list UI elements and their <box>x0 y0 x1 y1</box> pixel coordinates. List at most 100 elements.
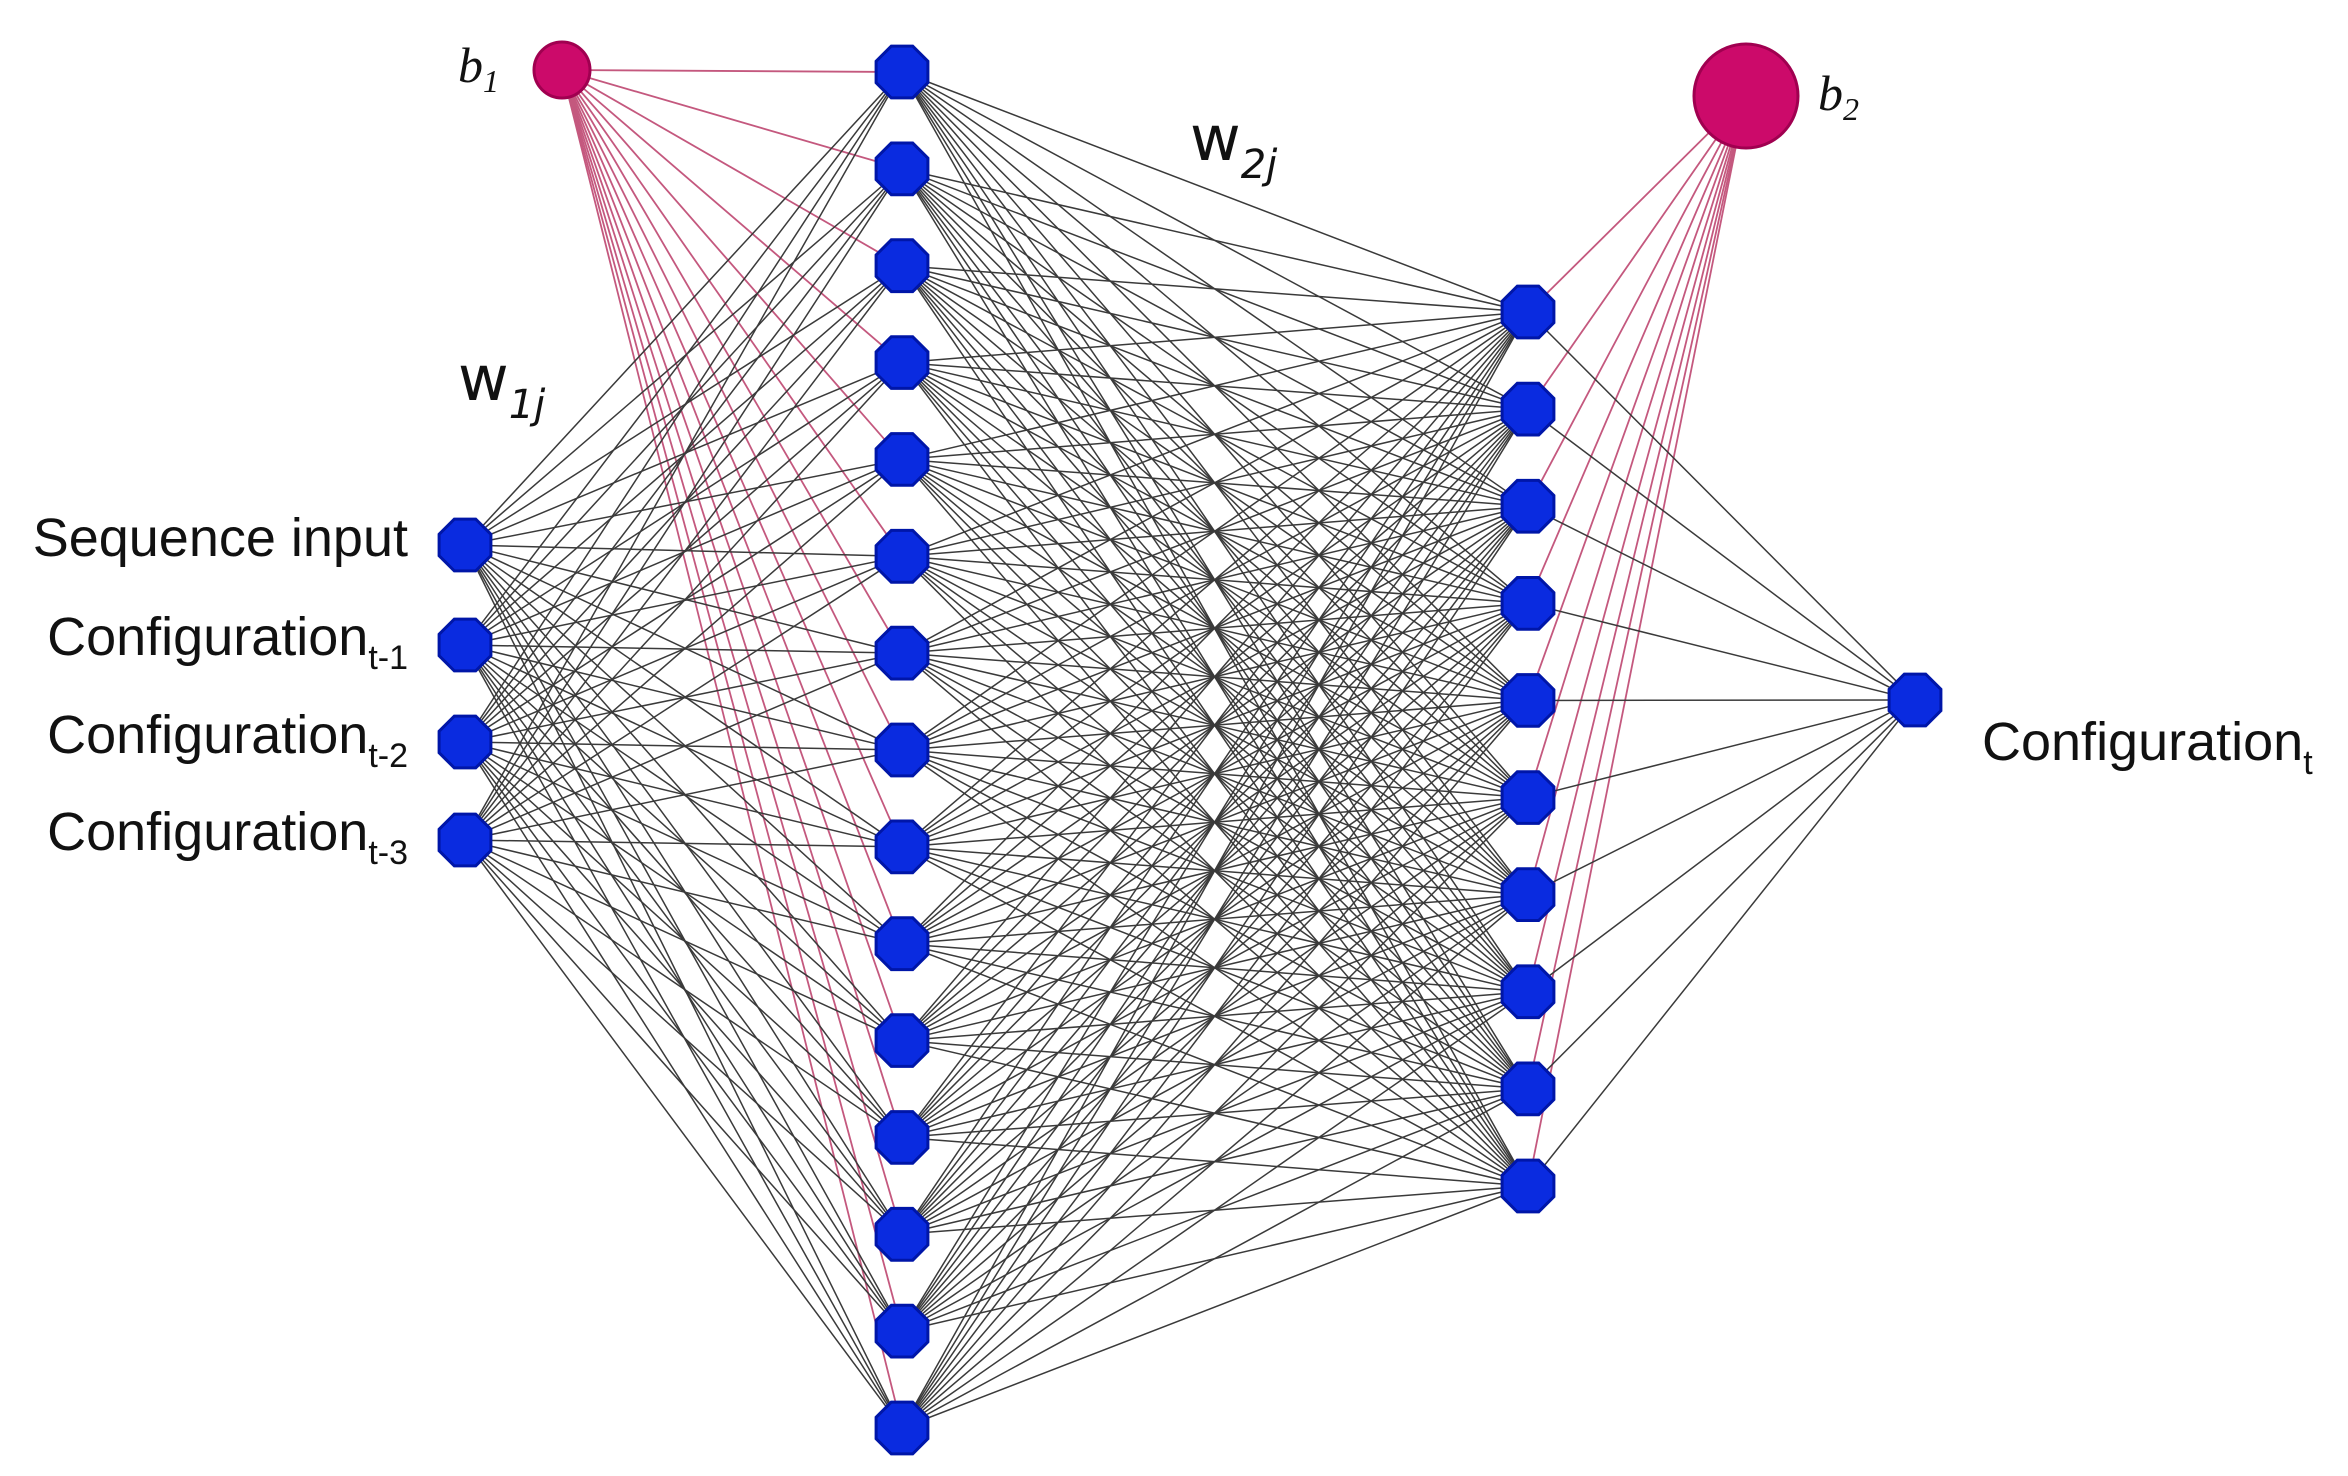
weight-edge-layer-3 <box>1527 699 1916 799</box>
hidden1-node <box>874 432 930 487</box>
hidden2-node <box>1500 1158 1556 1214</box>
weight-edge-layer-3 <box>1527 699 1916 896</box>
weight-edge-layer-1 <box>464 749 903 841</box>
input-node <box>437 714 493 770</box>
input-label-config-t-2: Configurationt-2 <box>47 705 408 775</box>
hidden1-node <box>874 819 930 875</box>
bias2-edge <box>1527 95 1747 798</box>
weight1-label: w1j <box>458 342 546 428</box>
weight-edge-layer-2 <box>901 797 1529 1429</box>
weight-edge-layer-1 <box>464 71 903 841</box>
weight-edge-layer-1 <box>464 544 903 1235</box>
bias2-edge <box>1527 95 1747 895</box>
bias1-edge <box>561 69 903 1138</box>
weight-edge-layer-1 <box>464 839 903 1042</box>
weight-edge-layer-2 <box>901 1185 1529 1429</box>
input-label-config-t-1: Configurationt-1 <box>47 607 408 677</box>
hidden1-node <box>874 1206 930 1262</box>
bias1-edge <box>561 69 903 1332</box>
bias1-edge <box>561 69 903 654</box>
bias1-edge <box>561 69 903 73</box>
weight-edge-layer-1 <box>464 544 903 1332</box>
weight-edge-layer-3 <box>1527 699 1916 993</box>
input-label-sequence: Sequence input <box>33 508 408 568</box>
hidden1-node <box>874 625 930 681</box>
weight-edge-layer-1 <box>464 544 903 945</box>
input-label-config-t-3: Configurationt-3 <box>47 802 408 872</box>
weight-edge-layer-2 <box>901 311 1529 751</box>
output-node <box>1887 672 1943 728</box>
weight-edge-layer-1 <box>464 839 903 945</box>
bias1-edge <box>561 69 903 751</box>
weight-edge-layer-2 <box>901 168 1529 313</box>
weight-edge-layer-2 <box>901 505 1529 1429</box>
output-label: Configurationt <box>1982 712 2313 782</box>
weight-edge-layer-2 <box>901 894 1529 1429</box>
weight-edge-layer-1 <box>464 71 903 743</box>
bias2-edge <box>1527 95 1747 701</box>
weight-edge-layer-3 <box>1527 602 1916 701</box>
weight-edge-layer-2 <box>901 311 1529 557</box>
weight-edge-layer-1 <box>464 458 903 546</box>
weight-edge-layer-2 <box>901 311 1529 461</box>
weight-edge-layer-3 <box>1527 408 1916 701</box>
bias2-node <box>1692 42 1800 150</box>
weight-edge-layer-2 <box>901 264 1529 313</box>
hidden1-node <box>874 238 930 294</box>
weight-edge-layer-1 <box>464 458 903 841</box>
bias2-label: b2 <box>1818 65 1859 127</box>
hidden2-node <box>1500 673 1556 728</box>
bias1-edge <box>561 69 903 848</box>
weight-edge-layer-2 <box>901 311 1529 364</box>
weight-edge-layer-1 <box>464 555 903 841</box>
weight2-label: w2j <box>1190 102 1278 188</box>
bias1-edge <box>561 69 903 170</box>
weight-edge-layer-1 <box>464 265 903 841</box>
weight-edge-layer-1 <box>464 544 903 1042</box>
weight-edge-layer-1 <box>464 544 903 654</box>
bias2-edge <box>1527 95 1747 410</box>
bias1-edge <box>561 69 903 461</box>
weight-edge-layer-3 <box>1527 699 1916 1187</box>
weight-edge-layer-3 <box>1527 699 1916 1090</box>
bias1-edge <box>561 69 903 267</box>
weight-edge-layer-2 <box>901 311 1529 1332</box>
weight-edge-layer-2 <box>901 602 1529 1429</box>
weight-edge-layer-1 <box>464 168 903 546</box>
hidden1-node <box>874 722 930 778</box>
weight-edge-layer-2 <box>901 311 1529 1429</box>
bias1-edge <box>561 69 903 557</box>
weight-edge-layer-3 <box>1527 505 1916 701</box>
weight-edge-layer-2 <box>901 71 1529 313</box>
weight-edge-layer-1 <box>464 71 903 646</box>
weight-edge-layer-2 <box>901 311 1529 1235</box>
bias1-node <box>532 40 592 100</box>
hidden1-node <box>874 44 930 100</box>
weight-edge-layer-1 <box>464 544 903 1138</box>
input-node <box>437 617 493 673</box>
hidden1-node <box>874 335 930 390</box>
weight-edge-layer-2 <box>901 311 1529 654</box>
bias1-edge <box>561 69 903 364</box>
weight-edge-layer-1 <box>464 362 903 841</box>
bias1-edge <box>561 69 903 945</box>
weight-edge-layer-2 <box>901 699 1529 1429</box>
weight-edge-layer-1 <box>464 839 903 1332</box>
hidden1-node <box>874 141 930 197</box>
weight-edge-layer-2 <box>901 311 1529 945</box>
weight-edge-layer-2 <box>901 1088 1529 1429</box>
hidden2-node <box>1500 478 1556 534</box>
bias1-edge <box>561 69 903 1041</box>
weight-edge-layer-1 <box>464 839 903 1235</box>
weight-edge-layer-1 <box>464 839 903 848</box>
bias2-edge <box>1527 95 1747 1090</box>
bias2-edge <box>1527 95 1747 1187</box>
input-node <box>437 517 493 573</box>
bias1-edge <box>561 69 903 1235</box>
weight-edge-layer-1 <box>464 168 903 841</box>
bias1-label: b1 <box>458 37 499 99</box>
weight-edge-layer-1 <box>464 361 903 546</box>
weight-edge-layer-1 <box>464 839 903 1429</box>
weight-edge-layer-2 <box>901 408 1529 1429</box>
hidden1-node <box>874 528 930 584</box>
